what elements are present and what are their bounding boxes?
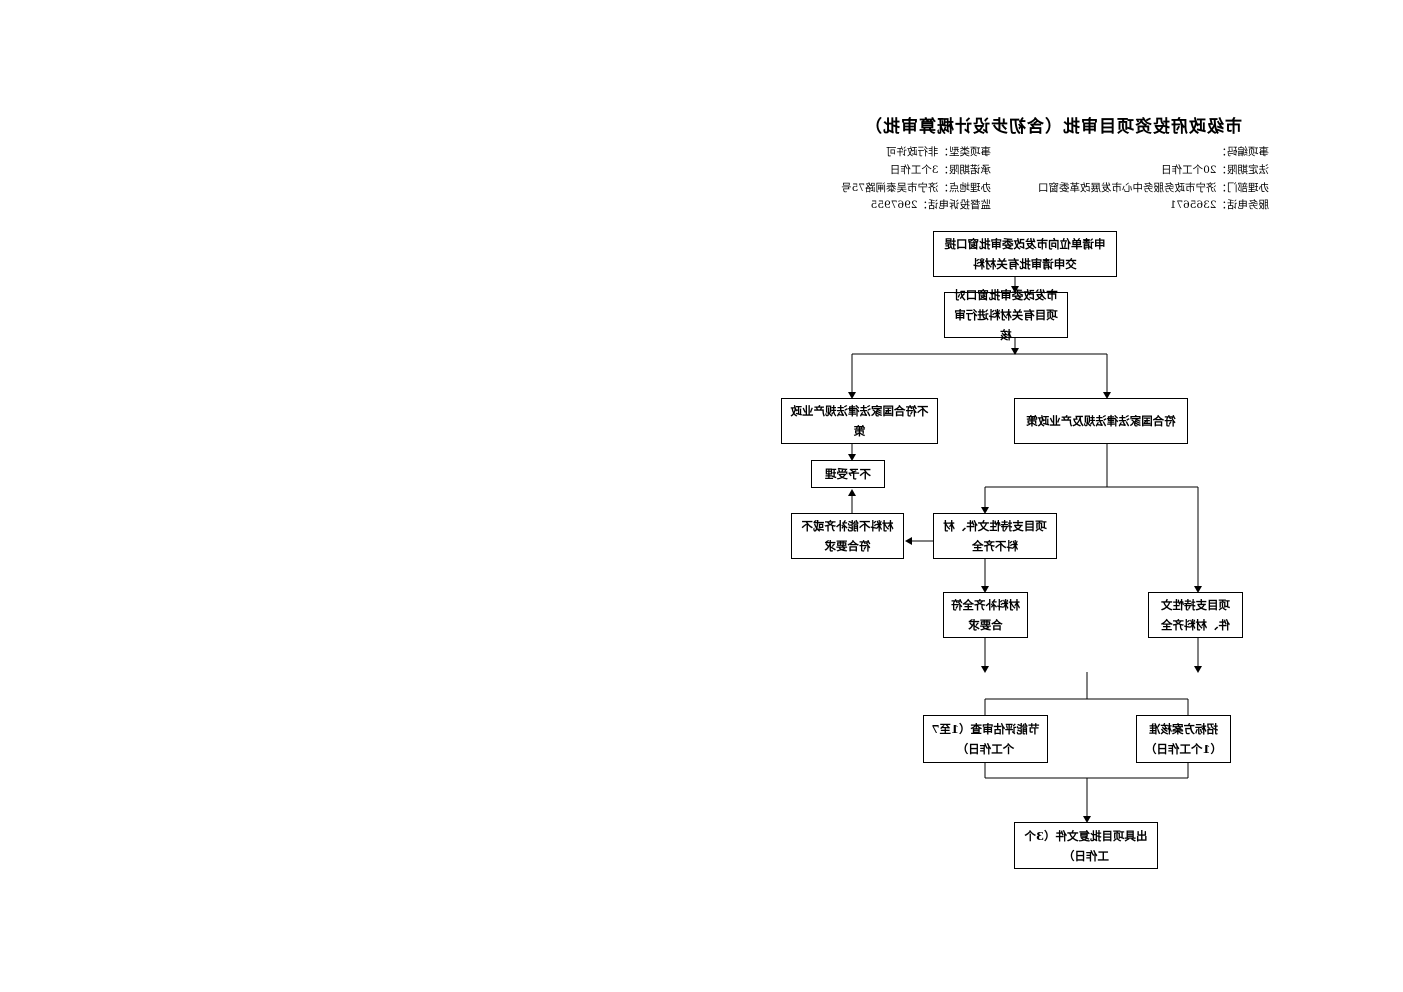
step2-box: 市发改委审批窗口对项目有关材料进行审核: [944, 288, 1068, 342]
complete-box: 项目支持性文件、材料齐全: [1148, 592, 1243, 638]
comply-text: 符合国家法律法规及产业政策: [1026, 414, 1176, 428]
cannot-supplement-box: 材料不能补齐或不符合要求: [791, 513, 904, 559]
energy-text: 节能评估审查（1至7个工作日）: [931, 722, 1040, 756]
incomplete-box: 项目支持性文件、材料不齐全: [933, 513, 1057, 559]
supplemented-box: 材料补齐全符合要求: [943, 592, 1028, 638]
supplemented-text: 材料补齐全符合要求: [951, 598, 1020, 632]
not-comply-box: 不符合国家法律法规产业政策: [781, 398, 938, 444]
bidding-box: 招标方案核准（1个工作日）: [1136, 715, 1231, 763]
incomplete-text: 项目支持性文件、材料不齐全: [943, 519, 1047, 553]
bidding-text: 招标方案核准（1个工作日）: [1145, 722, 1223, 756]
energy-box: 节能评估审查（1至7个工作日）: [923, 715, 1048, 763]
not-comply-text: 不符合国家法律法规产业政策: [790, 404, 929, 438]
issue-box: 出具项目批复文件（3个工作日）: [1014, 822, 1158, 869]
step1-text: 申请单位向市发改委审批窗口提交申请审批有关材料: [944, 237, 1106, 271]
issue-text: 出具项目批复文件（3个工作日）: [1024, 828, 1148, 863]
step1-box: 申请单位向市发改委审批窗口提交申请审批有关材料: [933, 231, 1117, 277]
step2-text: 市发改委审批窗口对项目有关材料进行审核: [954, 288, 1058, 342]
complete-text: 项目支持性文件、材料齐全: [1161, 598, 1230, 632]
reject-text: 不予受理: [825, 467, 871, 481]
comply-box: 符合国家法律法规及产业政策: [1014, 398, 1188, 444]
reject-box: 不予受理: [811, 460, 885, 488]
cannot-supplement-text: 材料不能补齐或不符合要求: [801, 519, 894, 553]
